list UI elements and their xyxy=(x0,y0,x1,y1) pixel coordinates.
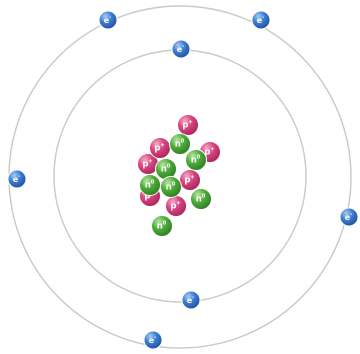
neutron: n0 xyxy=(186,150,207,171)
neutron: n0 xyxy=(161,177,182,198)
electron-inner-shell: e- xyxy=(182,291,200,309)
proton: p+ xyxy=(180,170,201,191)
neutron: n0 xyxy=(152,216,173,237)
proton: p+ xyxy=(150,138,171,159)
electron-outer-shell: e- xyxy=(99,11,117,29)
electron-outer-shell: e- xyxy=(8,170,26,188)
neutron: n0 xyxy=(140,175,161,196)
neutron: n0 xyxy=(191,189,212,210)
electron-outer-shell: e- xyxy=(144,331,162,349)
proton: p+ xyxy=(166,196,187,217)
electron-outer-shell: e- xyxy=(252,11,270,29)
electron-outer-shell: e- xyxy=(340,208,358,226)
proton: p+ xyxy=(178,115,199,136)
electron-inner-shell: e- xyxy=(172,40,190,58)
neutron: n0 xyxy=(170,134,191,155)
